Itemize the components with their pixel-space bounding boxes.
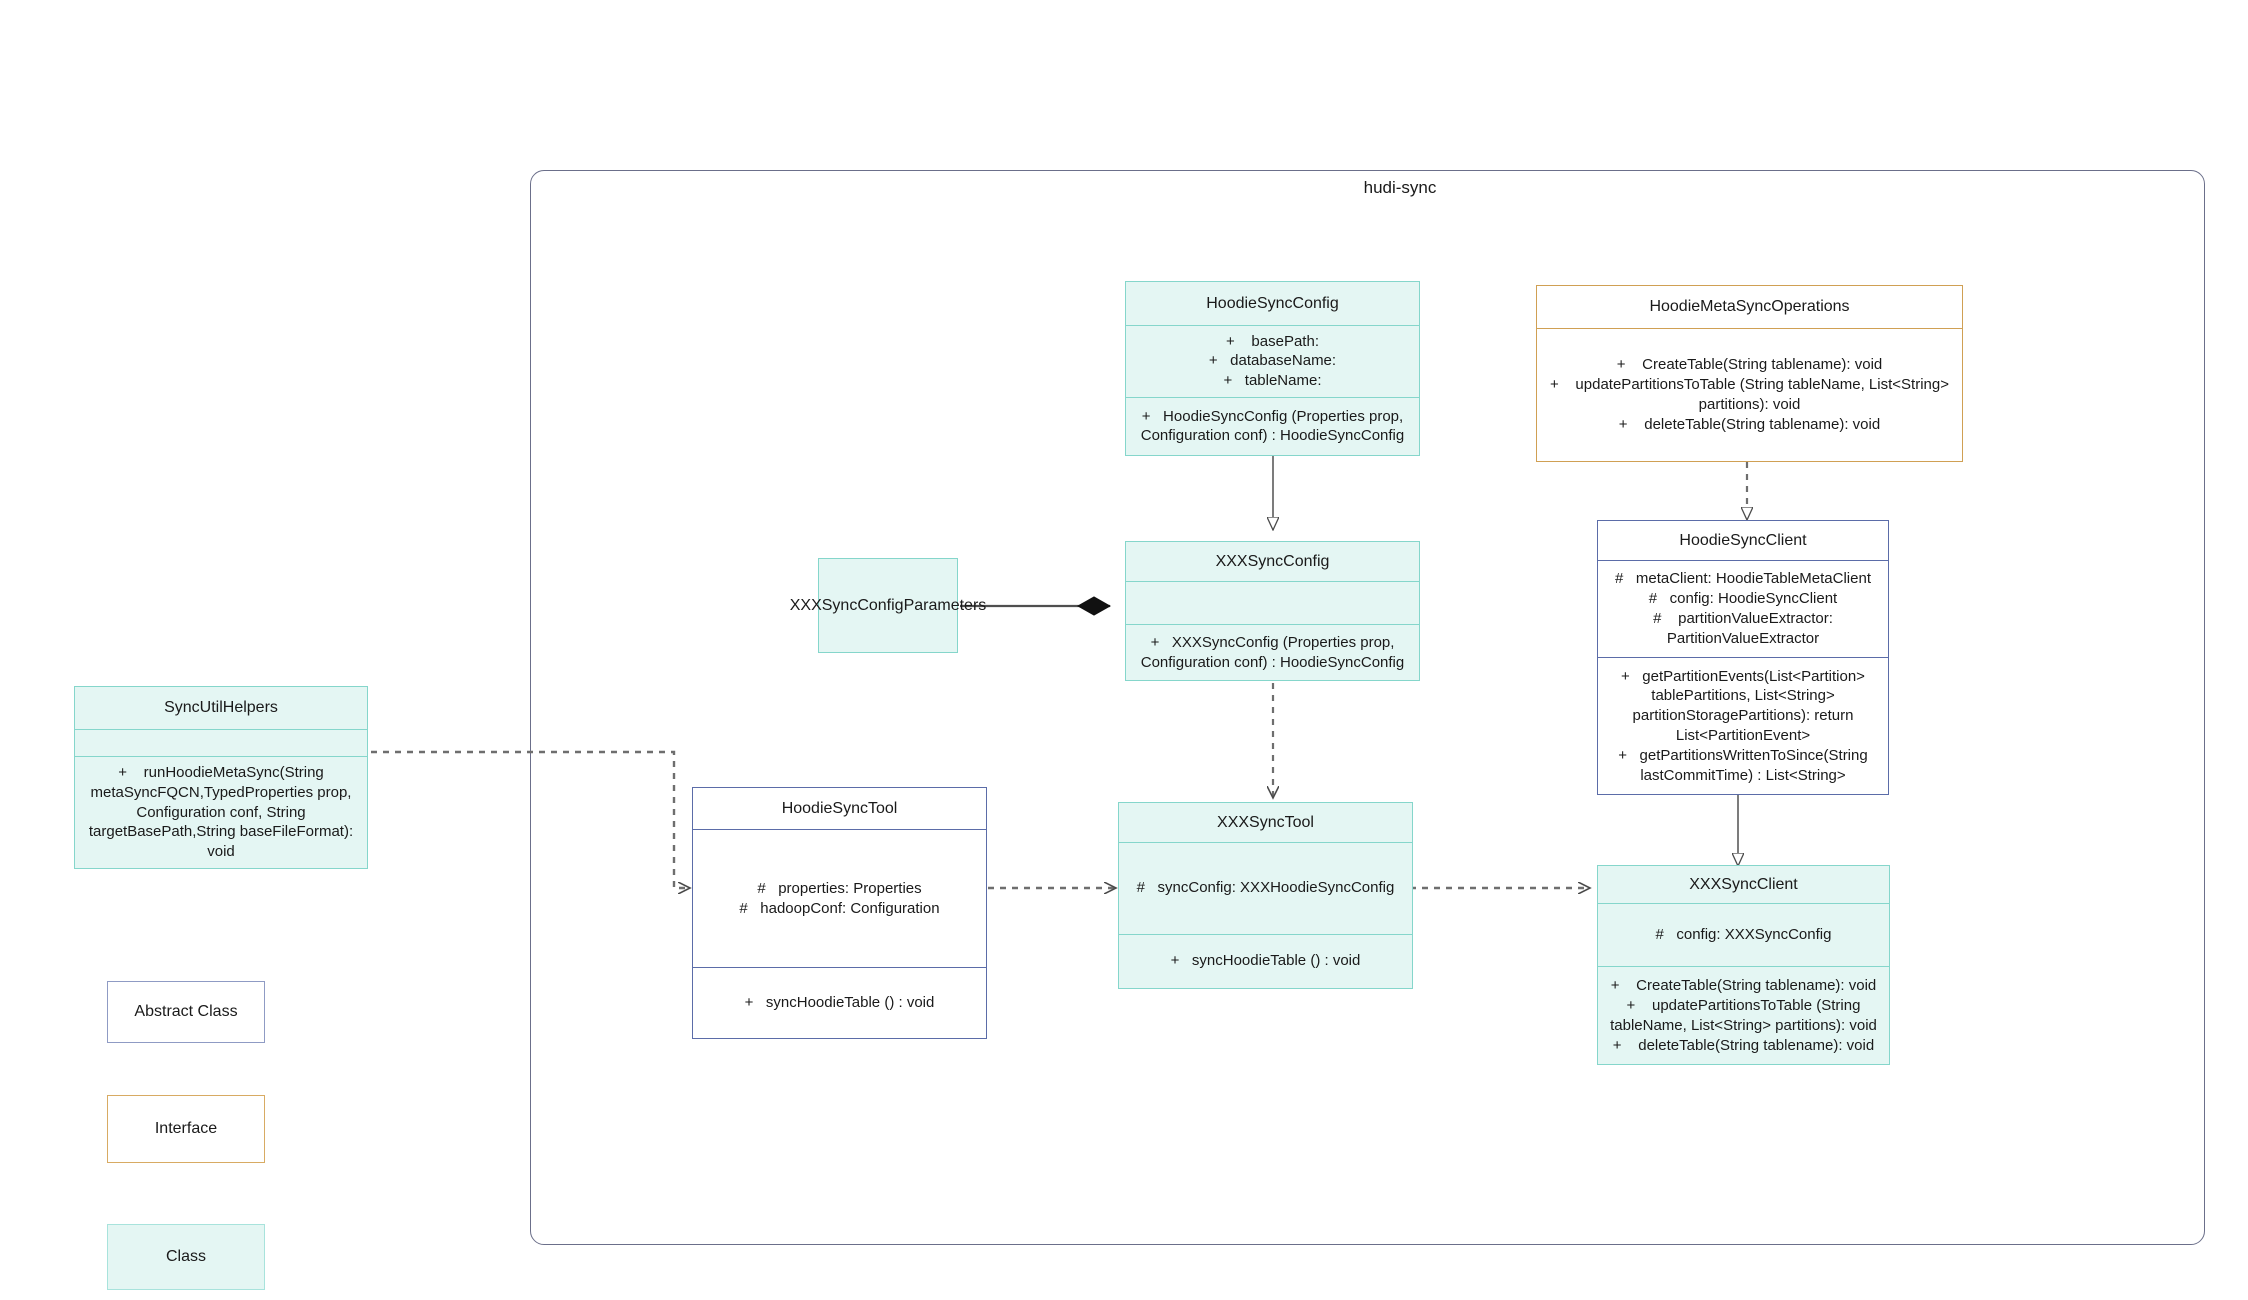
class-name-xxxsyncconfig: XXXSyncConfig	[1126, 542, 1419, 582]
operation-item: + CreateTable(String tablename): void	[1610, 977, 1877, 995]
operation-item: Configuration conf) : HoodieSyncConfig	[1140, 653, 1405, 671]
operation-item: tableName, List<String> partitions): voi…	[1610, 1016, 1877, 1034]
attribute-item: # syncConfig: XXXHoodieSyncConfig	[1136, 879, 1395, 897]
class-name-xxxsynctool: XXXSyncTool	[1119, 803, 1412, 843]
operation-item: Configuration conf) : HoodieSyncConfig	[1140, 427, 1405, 445]
operation-list: + HoodieSyncConfig (Properties prop, Con…	[1134, 407, 1411, 447]
class-box-hoodiesynctool[interactable]: HoodieSyncTool # properties: Properties …	[692, 787, 987, 1039]
attribute-item: PartitionValueExtractor	[1666, 629, 1820, 647]
class-attributes-syncutilhelpers	[75, 730, 367, 758]
class-name-hoodiesynctool: HoodieSyncTool	[693, 788, 986, 830]
operation-item: + runHoodieMetaSync(String	[118, 764, 324, 782]
class-box-hoodiesyncconfig[interactable]: HoodieSyncConfig + basePath: + databaseN…	[1125, 281, 1420, 456]
operation-item: + deleteTable(String tablename): void	[1612, 1036, 1875, 1054]
legend-interface: Interface	[107, 1095, 265, 1163]
class-box-syncutilhelpers[interactable]: SyncUtilHelpers + runHoodieMetaSync(Stri…	[74, 686, 368, 869]
attribute-item: # config: HoodieSyncClient	[1648, 590, 1838, 608]
operation-item: Configuration conf, String	[136, 803, 306, 821]
class-attributes-hoodiesyncclient: # metaClient: HoodieTableMetaClient # co…	[1598, 561, 1888, 659]
package-title: hudi-sync	[1363, 178, 1437, 197]
operation-item: + syncHoodieTable () : void	[1170, 952, 1361, 970]
operation-item: metaSyncFQCN,TypedProperties prop,	[90, 783, 352, 801]
operation-item: + deleteTable(String tablename): void	[1618, 415, 1881, 433]
class-name-hoodiesyncconfig: HoodieSyncConfig	[1126, 282, 1419, 326]
class-attributes-xxxsynctool: # syncConfig: XXXHoodieSyncConfig	[1119, 843, 1412, 935]
operation-list: + syncHoodieTable () : void	[1127, 951, 1404, 971]
attribute-list: # properties: Properties # hadoopConf: C…	[701, 879, 978, 919]
operation-item: lastCommitTime) : List<String>	[1640, 766, 1846, 784]
class-box-xxxsyncclient[interactable]: XXXSyncClient # config: XXXSyncConfig + …	[1597, 865, 1890, 1065]
operation-item: partitionStoragePartitions): return	[1632, 707, 1854, 725]
class-attributes-xxxsyncconfig	[1126, 582, 1419, 626]
attribute-list: + basePath: + databaseName: + tableName:	[1134, 332, 1411, 391]
attribute-item: + databaseName:	[1208, 352, 1337, 370]
class-box-xxxsyncconfig[interactable]: XXXSyncConfig + XXXSyncConfig (Propertie…	[1125, 541, 1420, 681]
class-operations-syncutilhelpers: + runHoodieMetaSync(String metaSyncFQCN,…	[75, 757, 367, 868]
operation-list: + CreateTable(String tablename): void + …	[1606, 976, 1881, 1055]
class-name-syncutilhelpers: SyncUtilHelpers	[75, 687, 367, 730]
legend-abstract-class: Abstract Class	[107, 981, 265, 1043]
class-box-hoodiesyncclient[interactable]: HoodieSyncClient # metaClient: HoodieTab…	[1597, 520, 1889, 795]
attribute-list: # syncConfig: XXXHoodieSyncConfig	[1127, 878, 1404, 898]
operation-list: + XXXSyncConfig (Properties prop, Config…	[1134, 633, 1411, 673]
operation-item: tablePartitions, List<String>	[1651, 687, 1835, 705]
operation-item: + XXXSyncConfig (Properties prop,	[1150, 633, 1395, 651]
operation-item: + CreateTable(String tablename): void	[1616, 356, 1883, 374]
attribute-item: # config: XXXSyncConfig	[1655, 926, 1832, 944]
class-operations-hoodiesyncconfig: + HoodieSyncConfig (Properties prop, Con…	[1126, 398, 1419, 455]
operation-list: + runHoodieMetaSync(String metaSyncFQCN,…	[83, 763, 359, 862]
operation-item: + HoodieSyncConfig (Properties prop,	[1141, 407, 1404, 425]
attribute-item: # partitionValueExtractor:	[1653, 610, 1833, 628]
operation-item: + syncHoodieTable () : void	[744, 994, 935, 1012]
operation-item: + updatePartitionsToTable (String tableN…	[1550, 376, 1949, 394]
operation-item: List<PartitionEvent>	[1675, 727, 1811, 745]
operation-list: + CreateTable(String tablename): void + …	[1545, 355, 1954, 434]
operation-item: + updatePartitionsToTable (String	[1626, 996, 1861, 1014]
class-box-hoodiemetasyncoperations[interactable]: HoodieMetaSyncOperations + CreateTable(S…	[1536, 285, 1963, 462]
class-operations-xxxsyncconfig: + XXXSyncConfig (Properties prop, Config…	[1126, 625, 1419, 680]
legend-class: Class	[107, 1224, 265, 1290]
operation-item: partitions): void	[1698, 396, 1801, 413]
operation-list: + syncHoodieTable () : void	[701, 993, 978, 1013]
package-hudi-sync	[530, 170, 2205, 1245]
operation-item: targetBasePath,String baseFileFormat): v…	[88, 823, 358, 861]
class-box-xxxsynctool[interactable]: XXXSyncTool # syncConfig: XXXHoodieSyncC…	[1118, 802, 1413, 989]
class-operations-hoodiesyncclient: + getPartitionEvents(List<Partition> tab…	[1598, 658, 1888, 794]
class-name-xxxsyncconfigparameters: XXXSyncConfigParameters	[789, 596, 987, 614]
class-box-xxxsyncconfigparameters[interactable]: XXXSyncConfigParameters	[789, 558, 987, 653]
attribute-item: # metaClient: HoodieTableMetaClient	[1615, 570, 1871, 588]
operation-item: + getPartitionEvents(List<Partition>	[1621, 667, 1865, 685]
attribute-list: # metaClient: HoodieTableMetaClient # co…	[1606, 569, 1880, 648]
class-attributes-hoodiesyncconfig: + basePath: + databaseName: + tableName:	[1126, 326, 1419, 398]
class-attributes-xxxsyncclient: # config: XXXSyncConfig	[1598, 904, 1889, 968]
operation-item: + getPartitionsWrittenToSince(String	[1618, 746, 1868, 764]
attribute-item: + tableName:	[1223, 372, 1322, 390]
attribute-list: # config: XXXSyncConfig	[1606, 925, 1881, 945]
class-attributes-hoodiesynctool: # properties: Properties # hadoopConf: C…	[693, 830, 986, 969]
class-operations-xxxsynctool: + syncHoodieTable () : void	[1119, 935, 1412, 988]
attribute-item: + basePath:	[1226, 332, 1319, 350]
class-operations-hoodiesynctool: + syncHoodieTable () : void	[693, 968, 986, 1038]
class-name-hoodiemetasyncoperations: HoodieMetaSyncOperations	[1537, 286, 1962, 329]
class-name-xxxsyncclient: XXXSyncClient	[1598, 866, 1889, 904]
class-operations-xxxsyncclient: + CreateTable(String tablename): void + …	[1598, 967, 1889, 1064]
attribute-item: # hadoopConf: Configuration	[739, 899, 940, 917]
attribute-item: # properties: Properties	[757, 879, 922, 897]
class-name-hoodiesyncclient: HoodieSyncClient	[1598, 521, 1888, 561]
operation-list: + getPartitionEvents(List<Partition> tab…	[1606, 667, 1880, 786]
class-operations-hoodiemetasyncoperations: + CreateTable(String tablename): void + …	[1537, 329, 1962, 461]
